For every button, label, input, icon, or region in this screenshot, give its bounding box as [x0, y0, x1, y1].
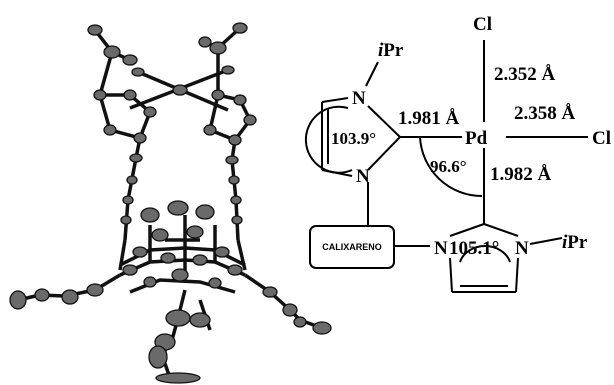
- angle-left-ring-label: 103.9°: [331, 129, 376, 148]
- upper-nhc-ring: [304, 61, 401, 177]
- ortep-atoms: [9, 22, 332, 384]
- structural-formula: [304, 40, 588, 293]
- cl-top-label: Cl: [473, 14, 492, 35]
- calixareno-label: CALIXARENO: [322, 242, 382, 252]
- bond-pd-c1-label: 1.981 Å: [398, 108, 460, 129]
- angle-c-pd-c-label: 96.6°: [430, 157, 467, 176]
- n-bottom-ring-right-label: N: [515, 238, 529, 259]
- n-bottom-ring-left-label: N: [434, 238, 448, 259]
- bond-pd-c2-label: 1.982 Å: [490, 164, 552, 185]
- formula-labels: iPr N N 103.9° 1.981 Å Pd Cl Cl 2.352 Å …: [322, 14, 611, 259]
- ipr-bottom-label: iPr: [562, 232, 588, 253]
- cl-right-label: Cl: [592, 128, 611, 149]
- n-bottom-left-label: N: [356, 166, 370, 187]
- calixareno-box: [309, 225, 395, 269]
- ortep-crystal-structure: [9, 22, 332, 384]
- ipr-top-label: iPr: [378, 40, 404, 61]
- pd-label: Pd: [465, 128, 488, 149]
- n-top-label: N: [352, 88, 366, 109]
- bond-pd-cl-right-label: 2.358 Å: [514, 103, 576, 124]
- bond-pd-cl-top-label: 2.352 Å: [494, 64, 556, 85]
- lower-nhc-ring: [449, 223, 563, 293]
- angle-bottom-ring-label: 105.1°: [449, 238, 499, 259]
- pd-bonds: [400, 40, 588, 224]
